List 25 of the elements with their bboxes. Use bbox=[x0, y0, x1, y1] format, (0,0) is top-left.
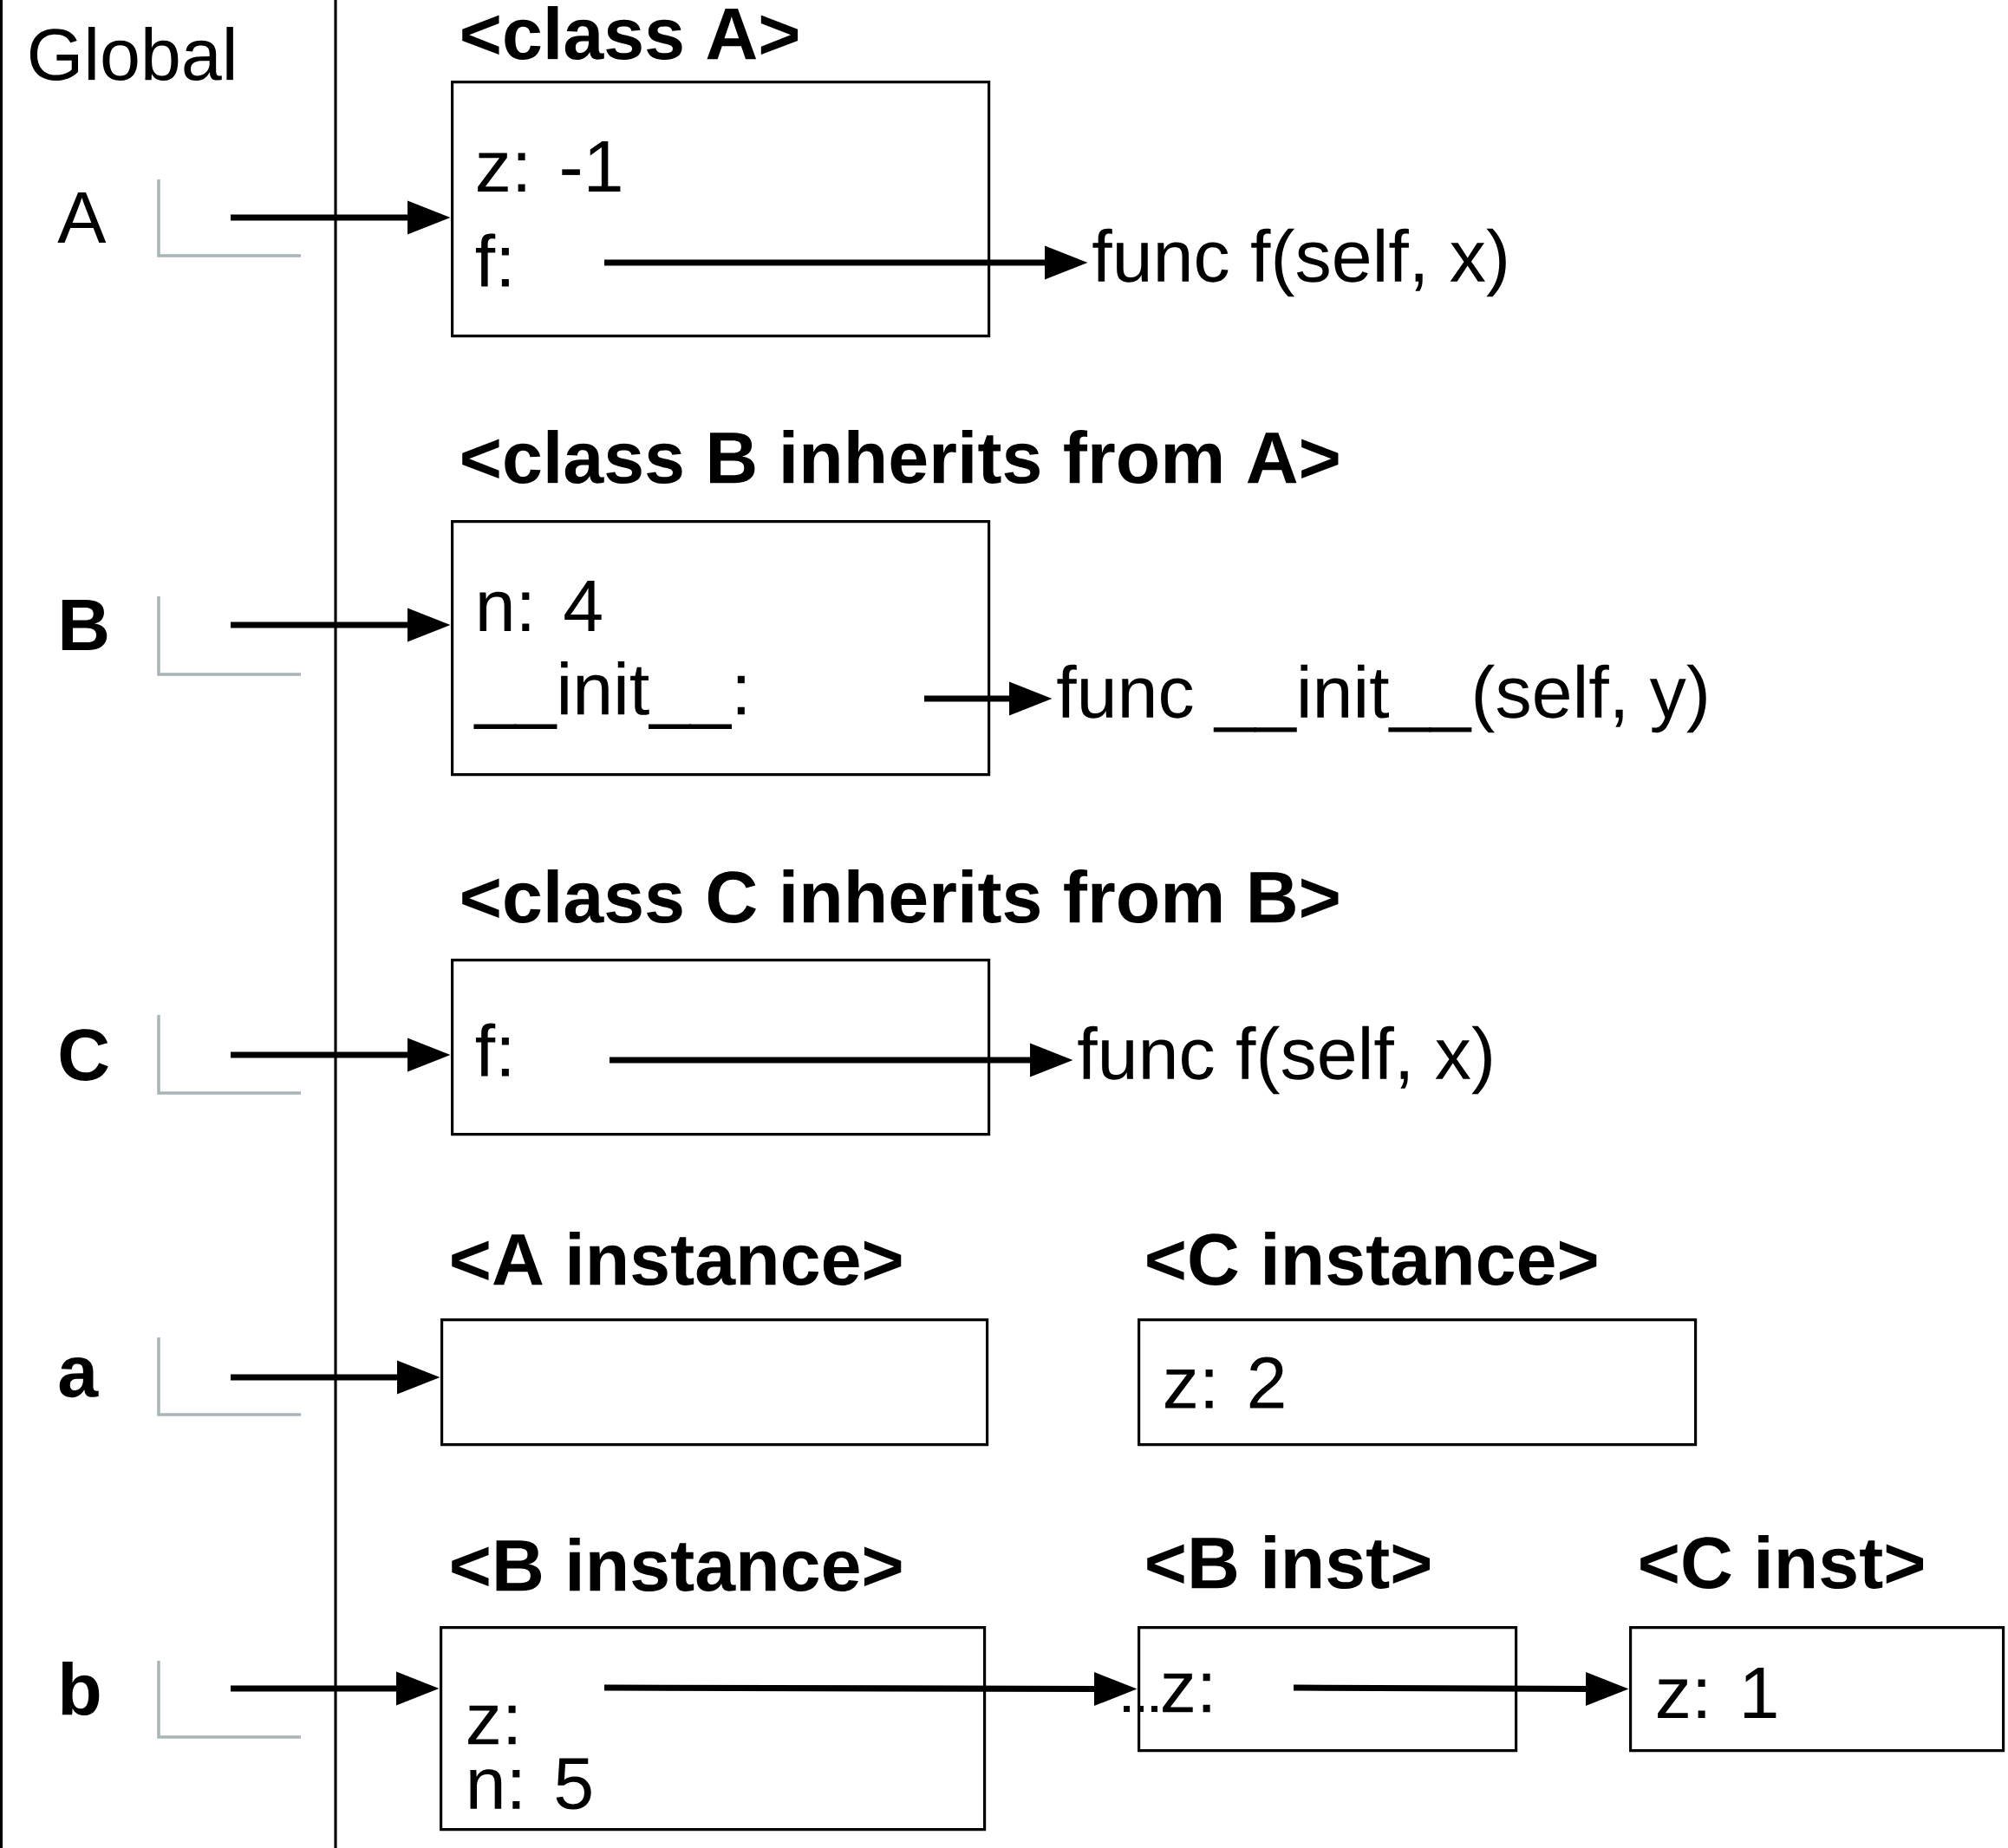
box-heading: <C inst> bbox=[1640, 1535, 1924, 1589]
variable-name: b bbox=[62, 1662, 100, 1715]
object-box: z: n: 5 bbox=[440, 1626, 987, 1832]
object-box: z: 1 bbox=[1629, 1626, 2005, 1753]
function-label: func f(self, x) bbox=[1092, 228, 1506, 297]
frame-title: Global bbox=[29, 27, 233, 81]
object-box: z: 2 bbox=[1138, 1318, 1698, 1447]
box-heading: <B inst> bbox=[1147, 1535, 1431, 1589]
box-heading: <B instance> bbox=[452, 1538, 902, 1591]
object-box: n: 4 __init__: bbox=[451, 520, 991, 777]
box-heading: <class B inherits from A> bbox=[462, 430, 1339, 484]
variable-name: B bbox=[62, 600, 108, 651]
box-heading: <C instance> bbox=[1147, 1232, 1597, 1285]
function-label: func __init__(self, y) bbox=[1057, 664, 1706, 733]
object-box: z: -1 f: bbox=[451, 81, 991, 338]
variable-name: a bbox=[59, 1357, 99, 1398]
box-heading: <class A> bbox=[462, 6, 799, 60]
object-box: z: bbox=[1138, 1626, 1518, 1753]
frame-panel bbox=[0, 0, 337, 1848]
box-heading: <A instance> bbox=[452, 1232, 902, 1285]
variable-name: C bbox=[60, 1029, 108, 1081]
variable-name: A bbox=[57, 192, 107, 244]
function-label: func f(self, x) bbox=[1078, 1025, 1491, 1095]
object-box: f: bbox=[451, 959, 991, 1136]
box-heading: <class C inherits from B> bbox=[462, 869, 1339, 923]
